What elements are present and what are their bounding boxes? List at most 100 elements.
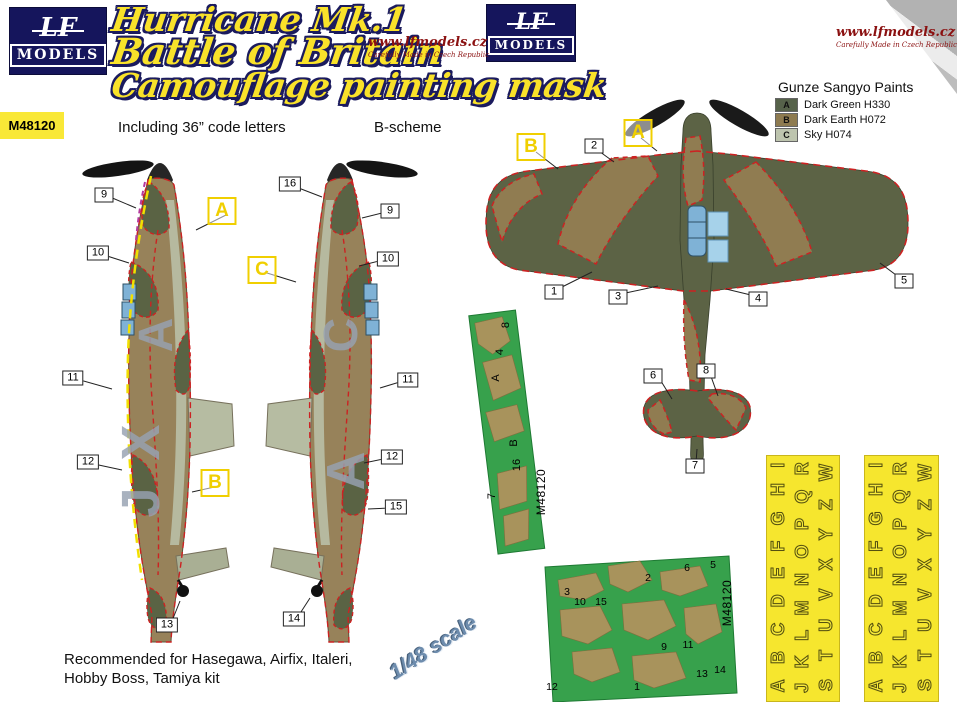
mask-letter: O (791, 544, 812, 559)
sheet-number-label: 12 (546, 681, 558, 693)
fuselage-code-letter: A (316, 445, 376, 491)
number-callout: 7 (685, 458, 705, 474)
mask-letter: D (865, 594, 886, 608)
recommended-line-1: Recommended for Hasegawa, Airfix, Italer… (64, 651, 353, 668)
mask-letter: B (865, 651, 886, 665)
logo-lf-monogram: LF (31, 13, 85, 44)
mask-letter: A (865, 679, 886, 693)
paint-swatch-b: B (775, 112, 798, 127)
mask-sheet-green-2 (544, 555, 738, 702)
paint-swatch-c: C (775, 127, 798, 142)
mask-letter: V (914, 588, 935, 601)
sheet-number-label: 13 (696, 668, 708, 680)
lf-models-logo-small: LF MODELS (487, 5, 575, 61)
paint-code-letter: A (783, 99, 790, 110)
mask-letter: C (767, 622, 788, 636)
paint-name: Dark Earth H072 (804, 113, 886, 126)
mask-letter: G (865, 511, 886, 526)
mask-letter: Q (791, 489, 812, 504)
number-callout: 16 (278, 176, 302, 192)
mask-letter: M (791, 600, 812, 616)
website-tagline: Carefully Made in Czech Republic (368, 50, 490, 59)
paint-letter-callout: B (516, 133, 546, 161)
mask-letter: X (914, 558, 935, 571)
mask-letter: W (815, 464, 836, 482)
mask-letter: J (889, 682, 910, 693)
mask-letter: E (865, 567, 886, 580)
lf-models-logo: LF MODELS (9, 8, 107, 74)
number-callout: 12 (76, 454, 100, 470)
paint-letter-callout: B (200, 469, 230, 497)
paints-title: Gunze Sangyo Paints (778, 79, 914, 95)
mask-letter: H (865, 483, 886, 497)
mask-letter: F (865, 540, 886, 552)
mask-letter: S (815, 678, 836, 691)
paint-legend-row: A Dark Green H330 (775, 97, 890, 112)
sheet-number-label: 1 (634, 681, 640, 693)
number-callout: 4 (748, 291, 768, 307)
mask-letter: Y (914, 528, 935, 541)
number-callout: 9 (94, 187, 114, 203)
mask-letter: U (815, 618, 836, 632)
number-callout: 11 (62, 370, 84, 386)
mask-letter: I (767, 462, 788, 468)
mask-letter: Q (889, 489, 910, 504)
paint-name: Dark Green H330 (804, 98, 891, 111)
mask-letter: M (889, 600, 910, 616)
logo-models-text: MODELS (9, 44, 107, 67)
sheet-product-code: M48120 (720, 579, 734, 627)
website-note-top-right: www.lfmodels.cz Carefully Made in Czech … (836, 25, 957, 49)
mask-letter: I (865, 462, 886, 468)
letter-mask-sheet (864, 455, 939, 702)
number-callout: 14 (282, 611, 306, 627)
sheet-number-label: 2 (645, 572, 651, 584)
mask-letter: F (767, 540, 788, 552)
sheet-rotated-label: 4 (494, 348, 506, 356)
paint-code-letter: C (783, 129, 790, 140)
mask-letter: N (791, 573, 812, 587)
sheet-number-label: 10 (574, 596, 586, 608)
number-callout: 2 (584, 138, 604, 154)
mask-letter: J (791, 682, 812, 693)
sheet-number-label: 9 (661, 641, 667, 653)
paint-letter-callout: C (247, 256, 277, 284)
paint-legend: A Dark Green H330 B Dark Earth H072 C Sk… (775, 97, 890, 142)
paint-letter-callout: A (207, 197, 237, 225)
number-callout: 11 (397, 372, 419, 388)
sheet-number-label: 15 (595, 596, 607, 608)
sheet-rotated-label: 7 (486, 492, 498, 500)
sheet-product-code: M48120 (534, 468, 548, 516)
mask-letter: E (767, 567, 788, 580)
mask-letter: X (815, 558, 836, 571)
sheet-number-label: 5 (710, 559, 716, 571)
number-callout: 12 (380, 449, 404, 465)
sheet-number-label: 14 (714, 664, 726, 676)
number-callout: 10 (86, 245, 110, 261)
website-note: www.lfmodels.cz Carefully Made in Czech … (368, 35, 490, 59)
mask-letter: Y (815, 528, 836, 541)
logo-models-text: MODELS (487, 35, 575, 56)
mask-letter: Z (914, 499, 935, 511)
number-callout: 5 (894, 273, 914, 289)
mask-letter: B (767, 651, 788, 665)
paint-letter-callout: A (623, 119, 653, 147)
number-callout: 9 (380, 203, 400, 219)
mask-letter: C (865, 622, 886, 636)
number-callout: 15 (384, 499, 408, 515)
sheet-rotated-label: B (508, 439, 520, 447)
mask-letter: V (815, 588, 836, 601)
sheet-number-label: 11 (682, 639, 694, 651)
fuselage-code-letter: A (130, 311, 183, 353)
website-tagline: Carefully Made in Czech Republic (836, 40, 957, 49)
mask-letter: U (914, 618, 935, 632)
side-profile-port (79, 155, 236, 644)
product-code: M48120 (0, 112, 64, 139)
sheet-rotated-label: 8 (500, 321, 512, 329)
number-callout: 8 (696, 363, 716, 379)
